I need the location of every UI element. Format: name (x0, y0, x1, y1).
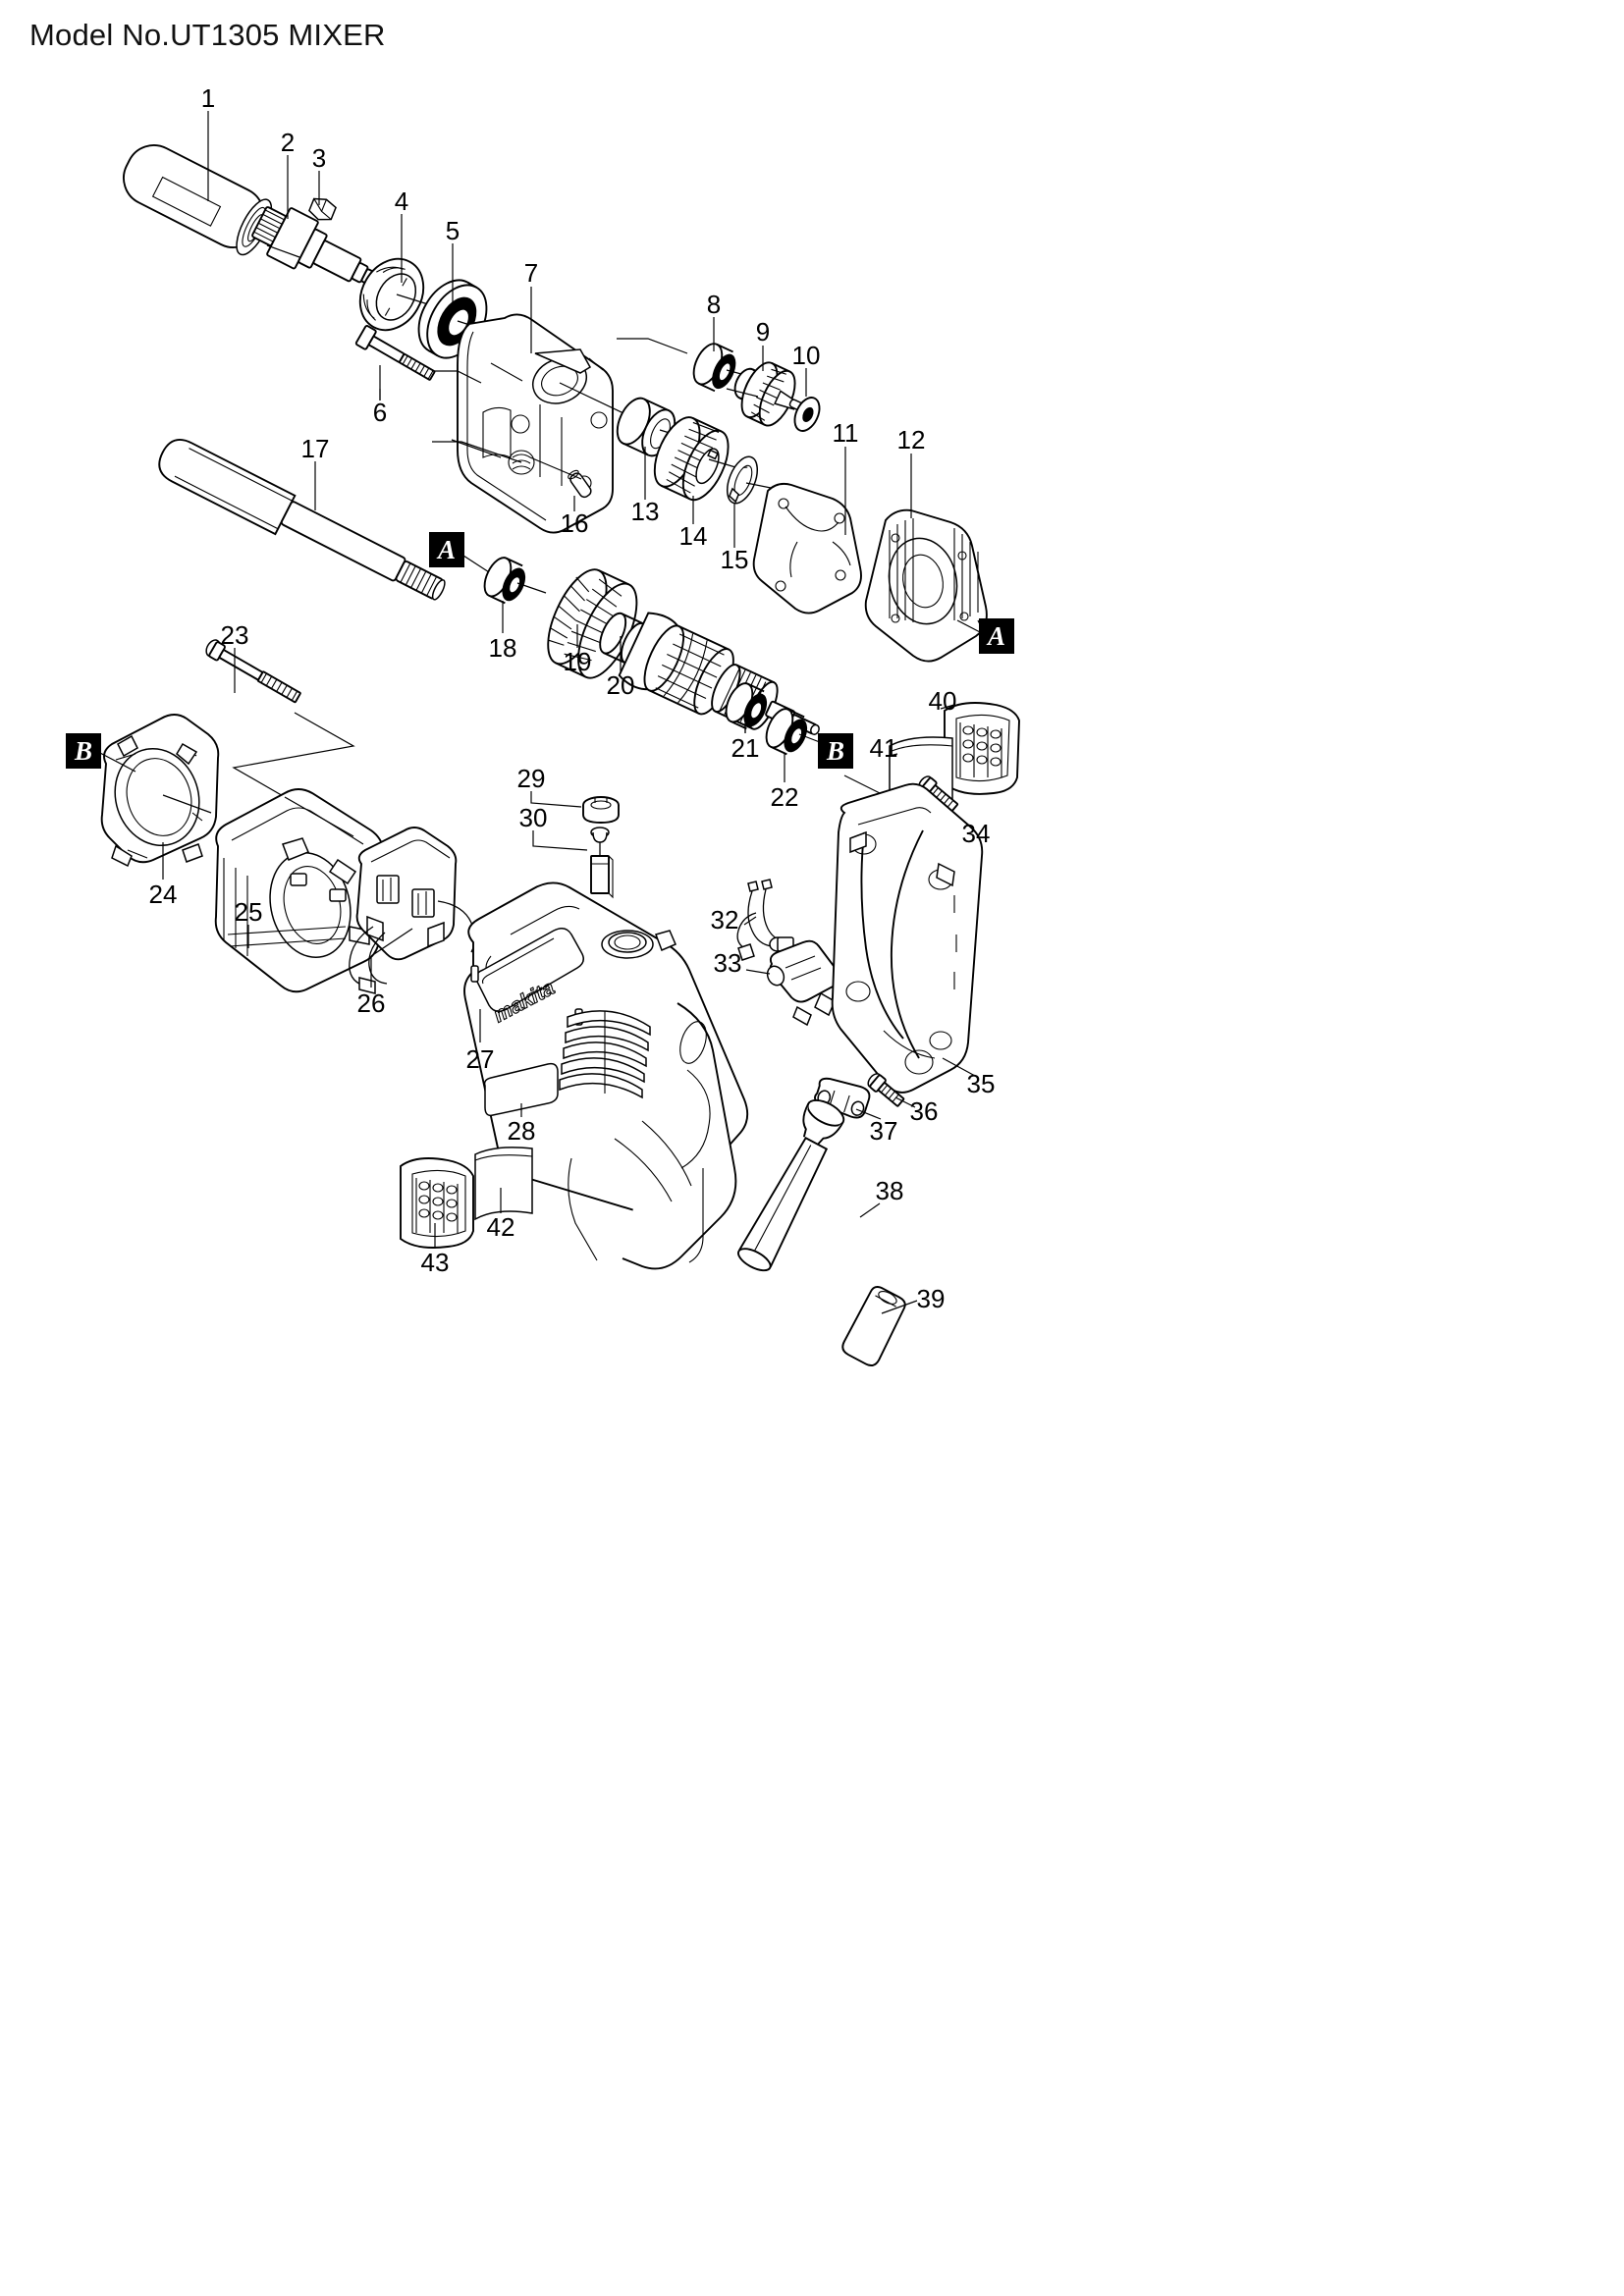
callout-20: 20 (606, 670, 635, 700)
part-grip-rubber-40 (940, 702, 1020, 795)
callout-43: 43 (420, 1248, 450, 1277)
section-marker-a-right: A (979, 618, 1014, 654)
callout-19: 19 (563, 647, 592, 676)
part-carbon-brush-30 (532, 827, 614, 899)
callout-3: 3 (311, 143, 327, 173)
callout-16: 16 (560, 508, 589, 538)
callout-24: 24 (148, 880, 178, 909)
part-brush-holder-26 (349, 827, 476, 994)
part-ball-bearing-8 (617, 317, 757, 393)
callout-33: 33 (713, 948, 742, 978)
part-power-cord-38 (737, 1098, 881, 1272)
callout-27: 27 (465, 1044, 495, 1074)
callout-5: 5 (445, 216, 460, 245)
callout-2: 2 (280, 128, 296, 157)
part-ball-bearing-22 (765, 708, 826, 782)
callout-9: 9 (755, 317, 771, 347)
part-cord-guard-39 (841, 1286, 918, 1366)
callout-1: 1 (200, 83, 216, 113)
section-marker-b-left: B (66, 733, 101, 769)
callout-28: 28 (507, 1116, 536, 1146)
part-ball-bearing-21 (725, 682, 768, 733)
callout-42: 42 (486, 1212, 515, 1242)
part-brush-cap-29 (530, 791, 620, 824)
part-pin-16 (529, 456, 592, 511)
part-grip-rubber-43 (400, 1157, 474, 1249)
callout-11: 11 (832, 418, 859, 448)
callout-10: 10 (791, 341, 821, 370)
callout-34: 34 (961, 819, 991, 848)
part-bolt-6 (354, 325, 436, 400)
callout-4: 4 (394, 187, 409, 216)
page-title: Model No.UT1305 MIXER (29, 18, 386, 52)
part-ball-bearing-5 (417, 243, 492, 359)
part-retaining-ring-4 (358, 214, 429, 332)
callout-41: 41 (869, 733, 898, 763)
section-marker-b-right: B (818, 733, 853, 769)
callout-30: 30 (518, 803, 548, 832)
callout-39: 39 (916, 1284, 946, 1313)
part-helical-gear-9 (726, 346, 808, 427)
callout-15: 15 (720, 545, 749, 574)
callout-13: 13 (630, 497, 660, 526)
callout-25: 25 (234, 897, 263, 927)
callout-35: 35 (966, 1069, 996, 1098)
part-insulation-cap-24 (97, 714, 220, 880)
part-switch-33 (745, 939, 840, 1027)
callout-40: 40 (928, 686, 957, 716)
part-baffle-plate-11 (752, 447, 862, 614)
callout-12: 12 (896, 425, 926, 454)
callout-6: 6 (372, 398, 388, 427)
callout-26: 26 (356, 988, 386, 1018)
callout-36: 36 (909, 1096, 939, 1126)
part-motor-housing-27: makita (463, 881, 749, 1270)
part-mixing-shaft-17 (158, 439, 502, 601)
part-washer-10 (793, 368, 821, 432)
part-long-screw-23 (205, 639, 355, 798)
callout-22: 22 (770, 782, 799, 812)
part-plate-42 (474, 1147, 533, 1221)
callout-37: 37 (869, 1116, 898, 1146)
callout-21: 21 (731, 733, 760, 763)
part-armature-20 (547, 568, 820, 735)
part-retaining-ring-15 (726, 455, 777, 548)
callout-18: 18 (488, 633, 517, 663)
callout-14: 14 (678, 521, 708, 551)
part-motor-housing-cover-12 (864, 454, 988, 663)
part-lead-wire-32 (736, 879, 794, 961)
housing-vents (559, 1010, 651, 1099)
callout-23: 23 (220, 620, 249, 650)
part-name-plate-28 (483, 1062, 559, 1117)
part-ball-bearing-18 (483, 557, 547, 633)
part-field-stator-25 (214, 788, 385, 993)
callout-32: 32 (710, 905, 739, 934)
part-handle-cover-35 (831, 782, 984, 1094)
section-marker-a-left: A (429, 532, 464, 567)
callout-7: 7 (523, 258, 539, 288)
callout-17: 17 (300, 434, 330, 463)
callout-8: 8 (706, 290, 722, 319)
callout-38: 38 (875, 1176, 904, 1205)
callout-29: 29 (516, 764, 546, 793)
part-spur-gear-14 (653, 416, 743, 524)
part-screw-36 (867, 1073, 916, 1108)
